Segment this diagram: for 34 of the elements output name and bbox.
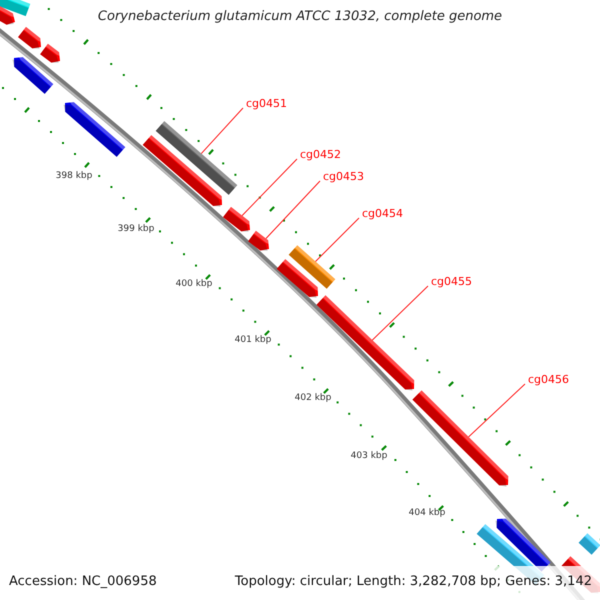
position-label: 398 kbp — [54, 171, 94, 182]
gene-label: cg0454 — [362, 207, 404, 220]
position-label: 402 kbp — [294, 393, 332, 404]
gene-bar — [288, 245, 336, 289]
gene-label: cg0455 — [431, 275, 472, 288]
gene-feature — [223, 206, 253, 232]
gene-feature — [316, 295, 418, 391]
leader-line — [315, 218, 360, 262]
leader-line — [266, 180, 320, 239]
gene-feature — [12, 54, 54, 94]
gene-label: cg0453 — [323, 170, 364, 183]
genome-info-text: Topology: circular; Length: 3,282,708 bp; Genes: 3,142 — [234, 574, 592, 590]
leader-line — [200, 108, 244, 154]
gene-bar — [578, 533, 600, 555]
gene-bar — [0, 0, 30, 16]
gene-feature — [248, 230, 272, 251]
position-label: 399 kbp — [116, 224, 156, 235]
gene-feature — [18, 26, 44, 49]
leader-line — [242, 158, 298, 216]
position-label: 403 kbp — [350, 451, 388, 462]
position-label: 400 kbp — [174, 279, 214, 290]
leader-line — [468, 384, 526, 438]
gene-feature — [40, 44, 63, 63]
chart-title: Corynebacterium glutamicum ATCC 13032, complete genome — [96, 9, 504, 25]
gene-label: cg0451 — [246, 97, 288, 110]
gene-label: cg0452 — [300, 148, 342, 161]
gene-feature — [412, 390, 512, 487]
accession-text: Accession: NC_006958 — [9, 574, 157, 590]
gene-label: cg0456 — [528, 373, 570, 386]
position-label: 404 kbp — [408, 508, 446, 519]
leader-line — [372, 286, 428, 341]
position-label: 401 kbp — [234, 335, 272, 346]
gene-feature — [64, 99, 126, 157]
gene-bar — [156, 121, 238, 195]
